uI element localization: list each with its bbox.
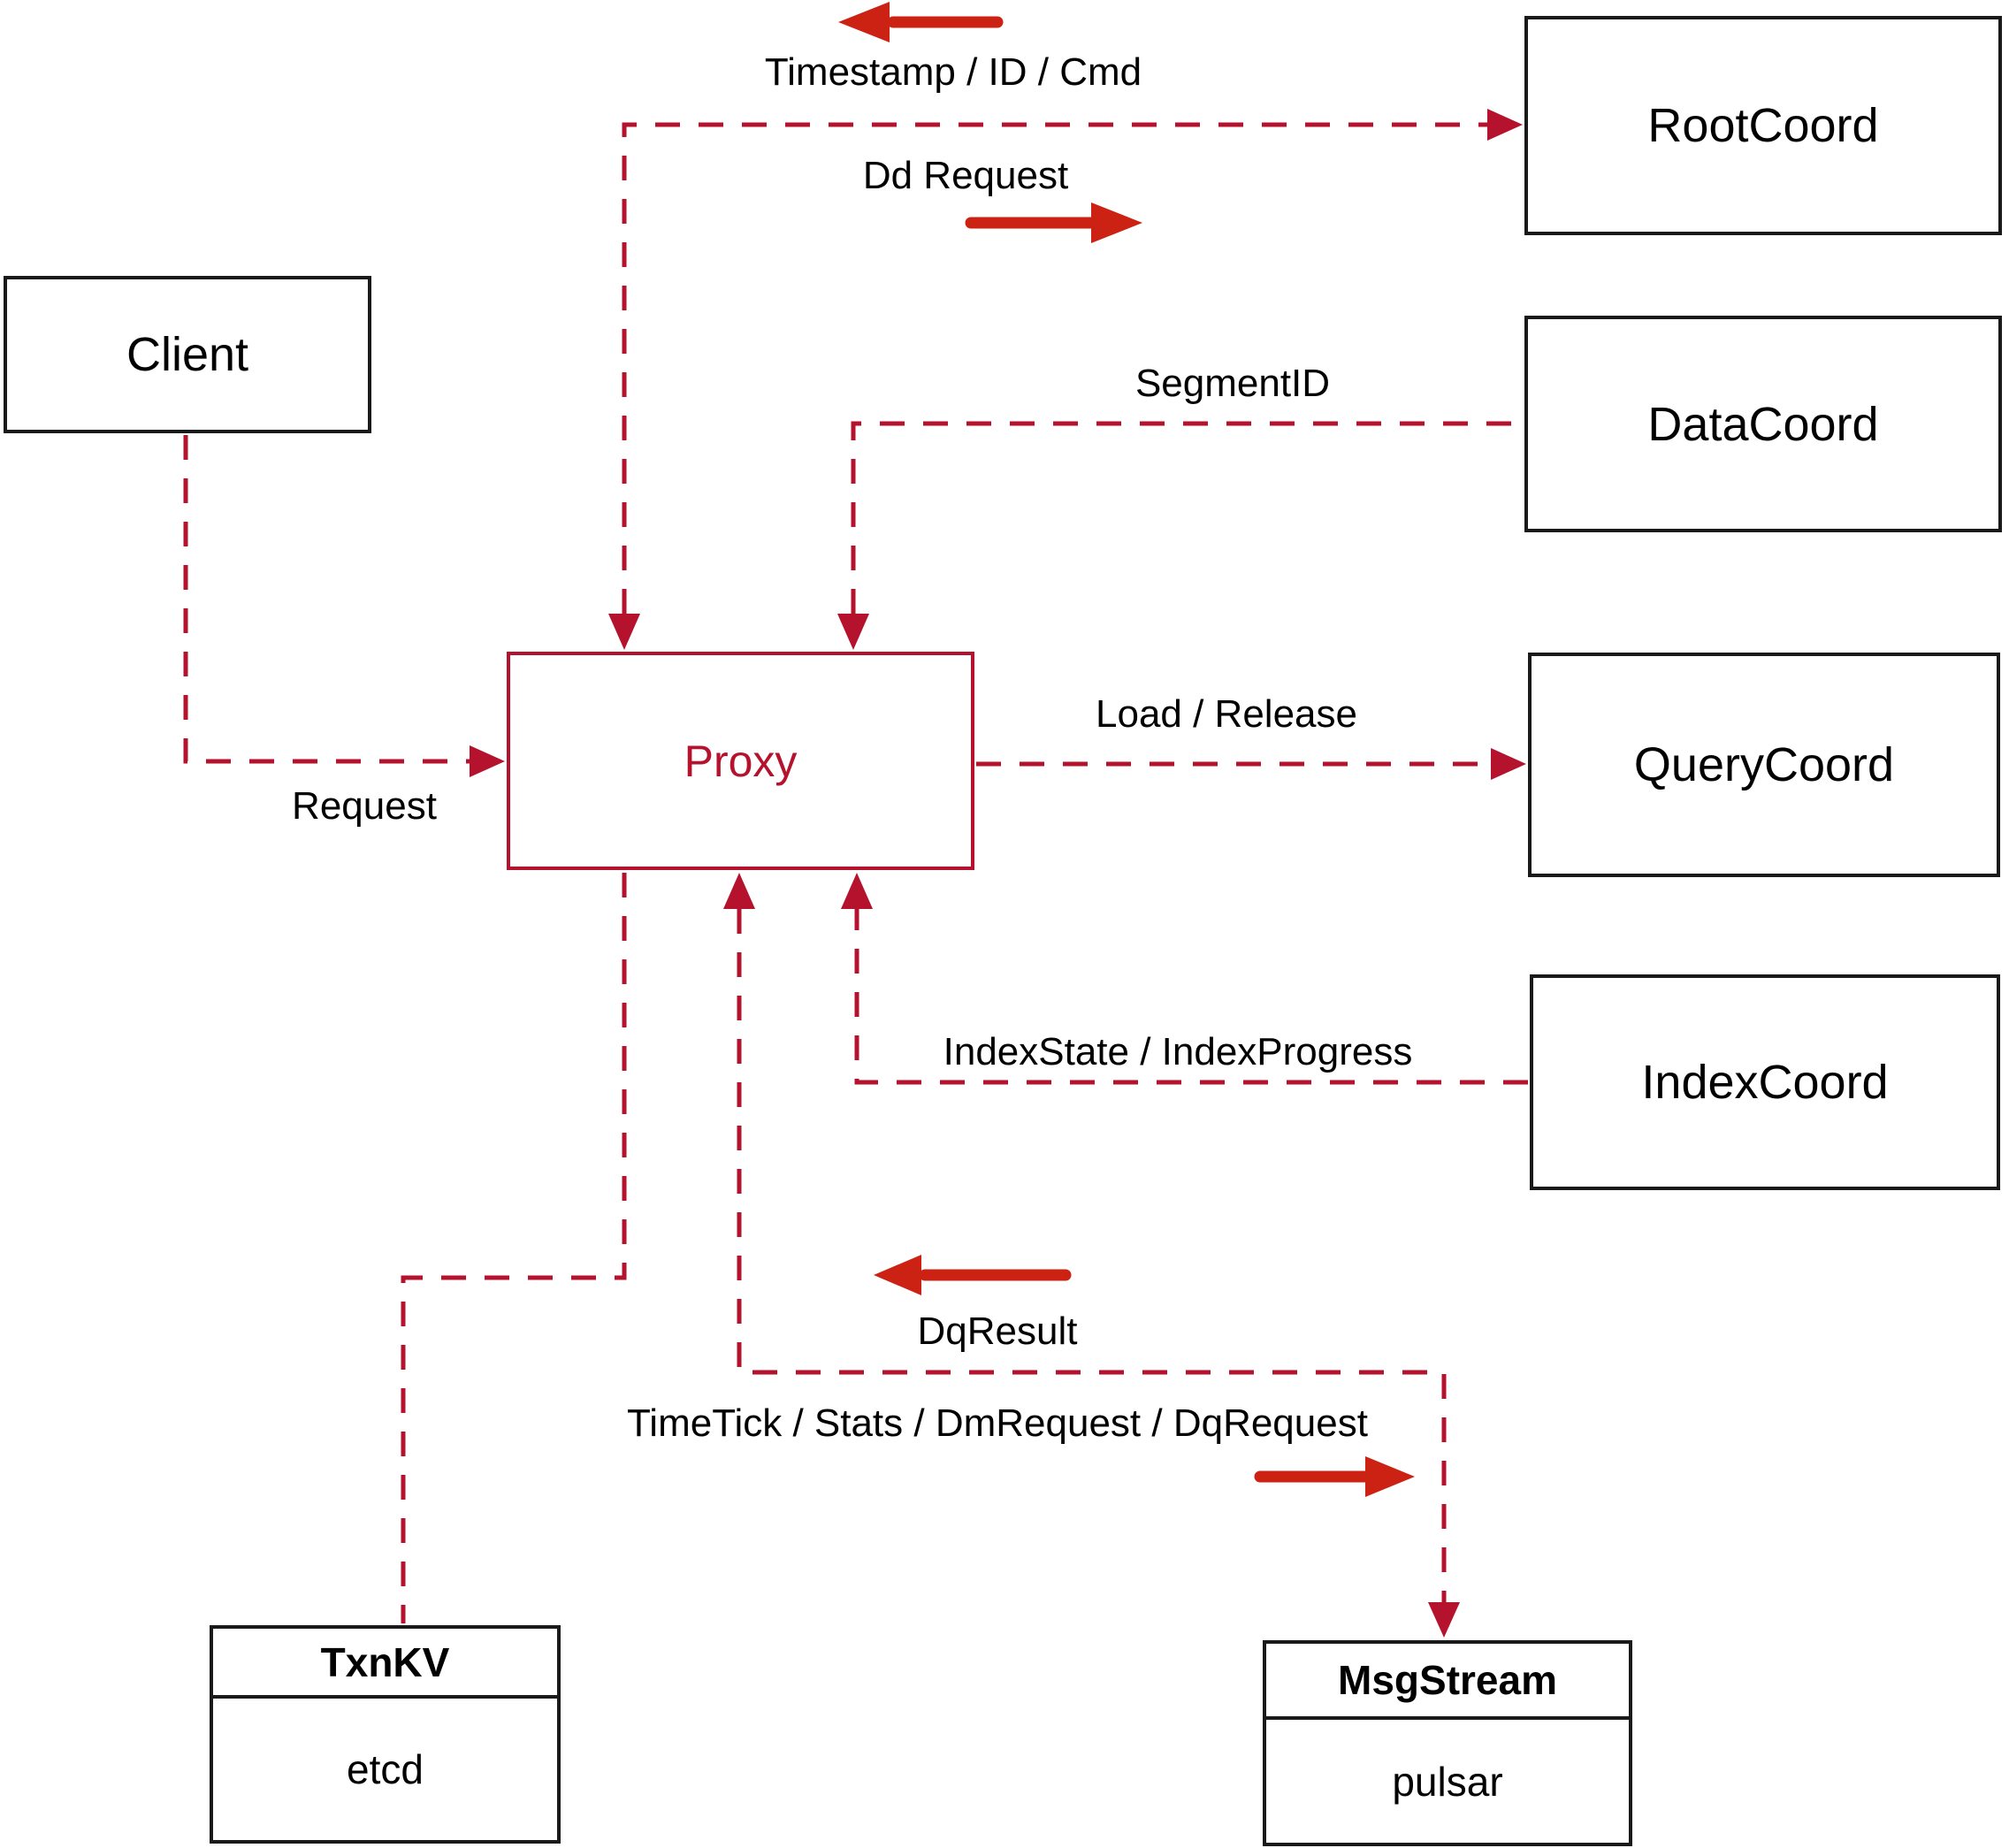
edge-indexcoord-proxy: [854, 909, 1528, 1085]
label-dq-result: DqResult: [917, 1310, 1078, 1353]
label-load-release: Load / Release: [1096, 692, 1357, 736]
datacoord-label: DataCoord: [1647, 397, 1879, 451]
edge-proxy-msgstream: [737, 909, 1447, 1602]
msgstream-title: MsgStream: [1266, 1644, 1629, 1720]
node-txnkv: TxnKV etcd: [210, 1625, 561, 1844]
node-querycoord: QueryCoord: [1528, 653, 2000, 877]
label-index-state-progress: IndexState / IndexProgress: [943, 1030, 1413, 1073]
arrowhead-into-proxy-bottom-left-icon: [723, 873, 755, 909]
dd-request-direction-arrow-right-icon: [965, 202, 1142, 243]
label-timetick-stats-dmrequest-dqrequest: TimeTick / Stats / DmRequest / DqRequest: [627, 1401, 1368, 1445]
node-datacoord: DataCoord: [1524, 316, 2002, 532]
txnkv-title: TxnKV: [213, 1629, 557, 1699]
querycoord-label: QueryCoord: [1633, 738, 1895, 791]
label-segment-id: SegmentID: [1134, 362, 1331, 405]
arrowhead-into-msgstream-icon: [1428, 1602, 1460, 1638]
edge-proxy-rootcoord: [622, 122, 1487, 614]
proxy-label: Proxy: [684, 736, 798, 786]
edge-client-proxy: [183, 435, 470, 764]
node-rootcoord: RootCoord: [1524, 16, 2002, 235]
arrowhead-into-proxy-top-left-icon: [608, 614, 640, 650]
timetick-direction-arrow-right-icon: [1254, 1456, 1415, 1497]
edge-datacoord-proxy: [851, 421, 1523, 614]
arrowhead-into-querycoord-icon: [1491, 748, 1526, 780]
arrowhead-into-proxy-top-right-icon: [837, 614, 869, 650]
label-request: Request: [292, 784, 437, 828]
arrowhead-into-proxy-left-icon: [470, 745, 505, 777]
timestamp-direction-arrow-left-icon: [838, 2, 1004, 42]
edge-proxy-txnkv: [401, 873, 627, 1623]
arrowhead-into-rootcoord-icon: [1487, 109, 1523, 141]
indexcoord-label: IndexCoord: [1641, 1056, 1889, 1109]
node-indexcoord: IndexCoord: [1530, 974, 2000, 1190]
arrowhead-into-proxy-bottom-right-icon: [841, 873, 873, 909]
rootcoord-label: RootCoord: [1647, 99, 1879, 152]
node-msgstream: MsgStream pulsar: [1263, 1640, 1632, 1846]
msgstream-body: pulsar: [1392, 1758, 1503, 1805]
txnkv-body: etcd: [347, 1746, 424, 1792]
label-timestamp-id-cmd: Timestamp / ID / Cmd: [764, 50, 1142, 94]
label-dd-request: Dd Request: [862, 154, 1069, 197]
dq-result-direction-arrow-left-icon: [874, 1255, 1072, 1295]
node-proxy: Proxy: [507, 652, 974, 870]
client-label: Client: [126, 328, 249, 381]
node-client: Client: [4, 276, 371, 433]
